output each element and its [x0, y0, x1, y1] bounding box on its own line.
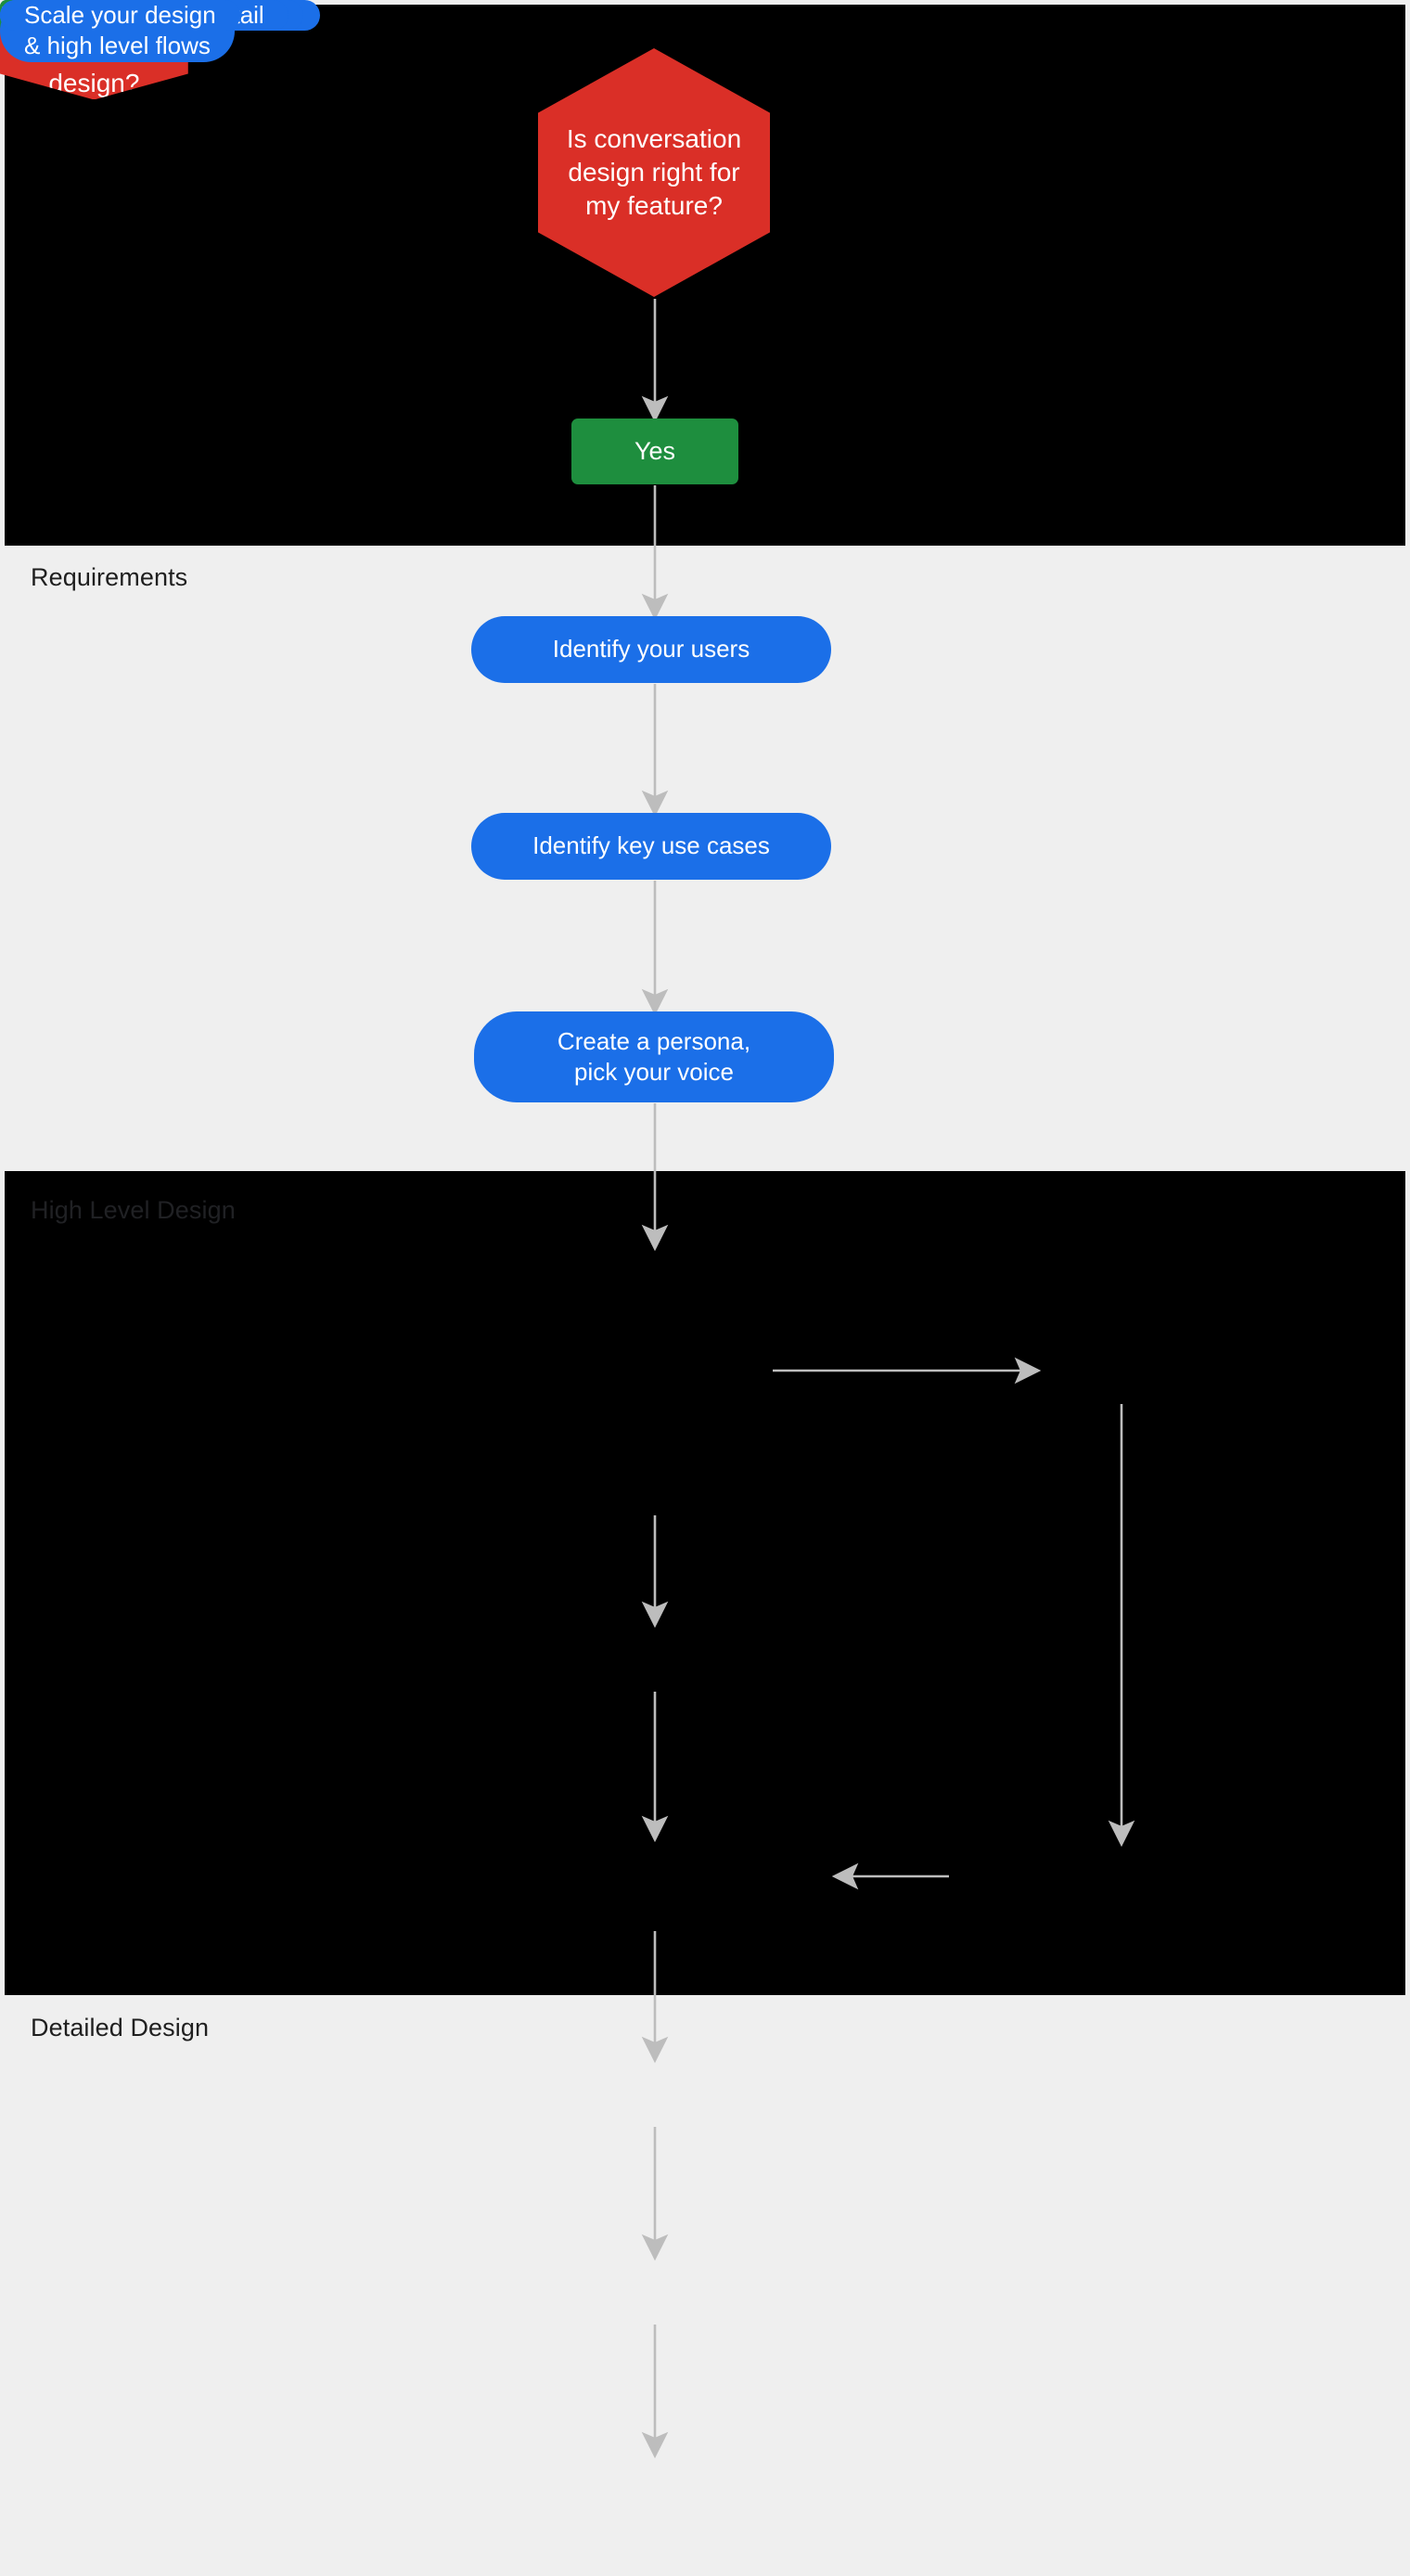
band-high-level-design — [5, 1171, 1405, 1995]
section-label-high-level-design: High Level Design — [31, 1196, 236, 1224]
step-scale-your-design[interactable]: Scale your design — [0, 0, 240, 32]
step-create-persona-pick-voice[interactable]: Create a persona, pick your voice — [474, 1011, 834, 1102]
band-detailed-design — [5, 1995, 1405, 2571]
answer-yes-conversation-design[interactable]: Yes — [571, 419, 738, 484]
step-identify-your-users[interactable]: Identify your users — [471, 616, 831, 683]
section-label-detailed-design: Detailed Design — [31, 2014, 210, 2041]
section-label-requirements: Requirements — [31, 563, 188, 591]
step-identify-key-use-cases[interactable]: Identify key use cases — [471, 813, 831, 880]
